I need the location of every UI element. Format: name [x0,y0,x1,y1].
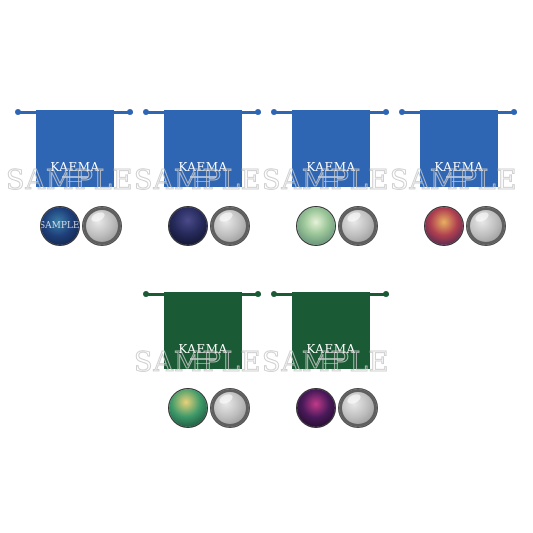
pocket-mirror [467,207,505,245]
pocket-mirror [211,389,249,427]
mirror-shine [89,210,107,224]
can-badge [297,207,335,245]
product-set-5: KAEMA [143,285,263,435]
logo-underline [190,358,216,360]
pouch-logo: KAEMA [178,160,228,174]
drawstring-knot-left [15,109,21,115]
mirror-shine [345,392,363,406]
drawstring-knot-right [127,109,133,115]
pocket-mirror [339,389,377,427]
drawstring-knot-right [511,109,517,115]
can-badge [169,207,207,245]
logo-underline-small [324,363,338,364]
pouch-body: KAEMA [292,110,370,187]
pocket-mirror [211,207,249,245]
pouch-logo: KAEMA [434,160,484,174]
product-set-2: KAEMA [143,103,263,253]
drawstring-knot-right [255,109,261,115]
logo-underline [446,176,472,178]
logo-underline [318,176,344,178]
product-set-3: KAEMA [271,103,391,253]
can-badge [169,389,207,427]
product-set-1: KAEMA SAMPLE [15,103,135,253]
drawstring-pouch: KAEMA [143,285,263,375]
badge-watermark: SAMPLE [41,221,79,231]
logo-underline-small [196,363,210,364]
can-badge [425,207,463,245]
logo-underline [190,176,216,178]
drawstring-knot-right [383,291,389,297]
logo-underline [62,176,88,178]
pouch-logo: KAEMA [306,342,356,356]
mirror-shine [345,210,363,224]
drawstring-knot-left [143,109,149,115]
logo-underline-small [196,181,210,182]
logo-underline [318,358,344,360]
drawstring-pouch: KAEMA [399,103,519,193]
drawstring-knot-left [271,291,277,297]
pocket-mirror [83,207,121,245]
drawstring-knot-right [383,109,389,115]
drawstring-pouch: KAEMA [143,103,263,193]
drawstring-knot-left [271,109,277,115]
can-badge [297,389,335,427]
pouch-logo: KAEMA [306,160,356,174]
pocket-mirror [339,207,377,245]
pouch-logo: KAEMA [50,160,100,174]
drawstring-knot-left [399,109,405,115]
pouch-body: KAEMA [36,110,114,187]
can-badge: SAMPLE [41,207,79,245]
pouch-body: KAEMA [164,292,242,369]
product-set-6: KAEMA [271,285,391,435]
drawstring-pouch: KAEMA [271,285,391,375]
logo-underline-small [324,181,338,182]
pouch-body: KAEMA [164,110,242,187]
logo-underline-small [68,181,82,182]
drawstring-pouch: KAEMA [271,103,391,193]
pouch-body: KAEMA [420,110,498,187]
product-set-4: KAEMA [399,103,519,253]
drawstring-knot-left [143,291,149,297]
mirror-shine [473,210,491,224]
pouch-logo: KAEMA [178,342,228,356]
drawstring-pouch: KAEMA [15,103,135,193]
mirror-shine [217,210,235,224]
logo-underline-small [452,181,466,182]
pouch-body: KAEMA [292,292,370,369]
mirror-shine [217,392,235,406]
drawstring-knot-right [255,291,261,297]
